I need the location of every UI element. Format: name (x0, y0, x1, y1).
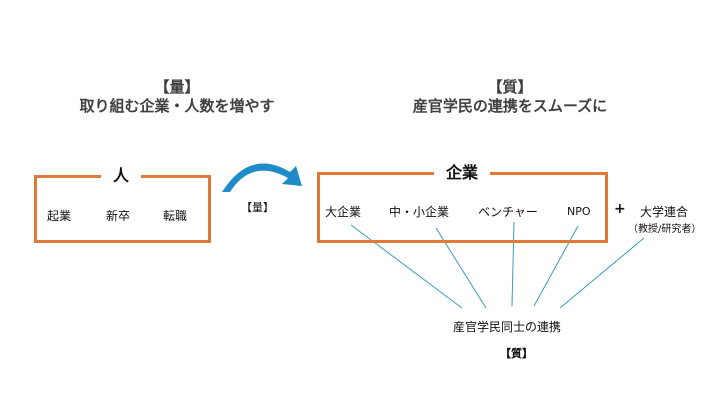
left-heading: 【量】 取り組む企業・人数を増やす (57, 78, 297, 116)
university-label: 大学連合 (640, 205, 689, 219)
people-item-new-grad: 新卒 (106, 209, 131, 223)
people-item-startup: 起業 (47, 209, 72, 223)
right-heading-text: 産官学民の連携をスムーズに (412, 97, 608, 115)
company-item-npo: NPO (567, 205, 591, 218)
collaboration-label: 産官学民同士の連携 (453, 320, 562, 334)
company-box-title: 企業 (434, 163, 491, 183)
university-sublabel: （教授/研究者） (628, 224, 702, 235)
company-item-large: 大企業 (325, 205, 362, 219)
quality-tag: 【質】 (500, 347, 533, 360)
right-heading: 【質】 産官学民の連携をスムーズに (380, 78, 640, 116)
people-item-job-change: 転職 (163, 209, 188, 223)
left-heading-text: 取り組む企業・人数を増やす (79, 97, 275, 115)
right-heading-tag: 【質】 (487, 78, 533, 96)
left-heading-tag: 【量】 (154, 78, 200, 96)
arrow-label: 【量】 (241, 201, 274, 214)
company-item-venture: ベンチャー (478, 205, 538, 219)
people-box-title: 人 (101, 166, 142, 186)
company-item-sme: 中・小企業 (389, 205, 450, 219)
link-line-venture (511, 221, 515, 307)
link-line-npo (533, 225, 579, 307)
people-box: 人 (34, 166, 211, 243)
link-line-large (350, 224, 463, 309)
curved-arrow-icon (222, 163, 302, 192)
link-line-university (559, 237, 645, 309)
company-box: 企業 (317, 163, 608, 243)
plus-sign: + (614, 201, 626, 217)
